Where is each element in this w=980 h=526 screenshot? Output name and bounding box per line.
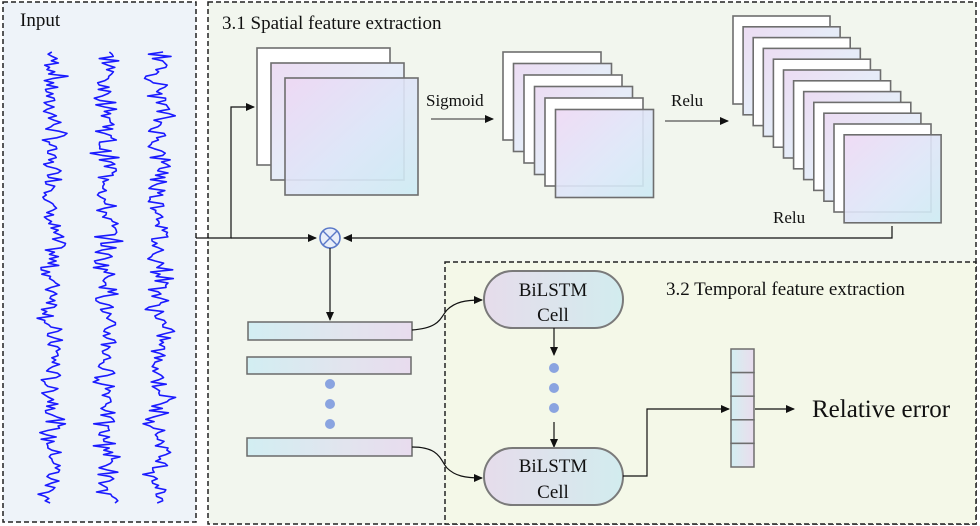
bilstm-cell-bottom: BiLSTM Cell xyxy=(483,447,624,506)
ellipsis-dot xyxy=(325,399,335,409)
ellipsis-dot xyxy=(325,419,335,429)
attention-to-multiply-arrow xyxy=(343,226,893,242)
cell-top-line2: Cell xyxy=(537,305,569,326)
ellipsis-dot xyxy=(549,403,559,413)
spatial-title: 3.1 Spatial feature extraction xyxy=(222,13,442,34)
cell-bottom-line1: BiLSTM xyxy=(519,456,588,477)
feature-map xyxy=(843,134,942,224)
feature-maps-stage2 xyxy=(502,51,655,199)
vector-to-cell-bottom-arrow xyxy=(411,446,483,482)
ellipsis-dot xyxy=(549,363,559,373)
output-label: Relative error xyxy=(812,396,951,423)
activation-sigmoid-label: Sigmoid xyxy=(426,91,484,110)
output-vector-cell xyxy=(730,395,755,421)
input-signals xyxy=(36,51,177,504)
multiply-icon xyxy=(319,227,341,249)
input-signal-waveform xyxy=(89,51,124,504)
cell-top-line1: BiLSTM xyxy=(519,280,588,301)
input-signal-waveform xyxy=(36,51,69,504)
output-vector-cell xyxy=(730,371,755,397)
activation-relu-label-2: Relu xyxy=(773,208,806,227)
sequence-vector xyxy=(246,437,413,457)
output-vector-cell xyxy=(730,348,755,374)
sequence-vector xyxy=(246,356,412,375)
feature-map xyxy=(284,77,419,196)
input-to-conv-arrow xyxy=(196,103,255,239)
temporal-title: 3.2 Temporal feature extraction xyxy=(666,279,905,300)
bilstm-cell-top: BiLSTM Cell xyxy=(483,270,624,329)
activation-relu-label: Relu xyxy=(671,91,704,110)
input-signal-waveform xyxy=(142,51,177,504)
input-panel xyxy=(2,1,197,523)
ellipsis-dot xyxy=(325,379,335,389)
feature-maps-stage3 xyxy=(732,15,942,224)
vector-to-cell-top-arrow xyxy=(411,296,483,331)
feature-maps-stage1 xyxy=(256,47,419,196)
input-title: Input xyxy=(20,10,61,31)
feature-map xyxy=(554,108,655,199)
cell-to-output-arrow xyxy=(623,405,730,477)
output-vector-cell xyxy=(730,419,755,445)
output-vector-cell xyxy=(730,442,755,468)
sequence-vector xyxy=(247,321,413,341)
ellipsis-dot xyxy=(549,383,559,393)
output-vector xyxy=(730,348,755,468)
cell-bottom-line2: Cell xyxy=(537,482,569,503)
